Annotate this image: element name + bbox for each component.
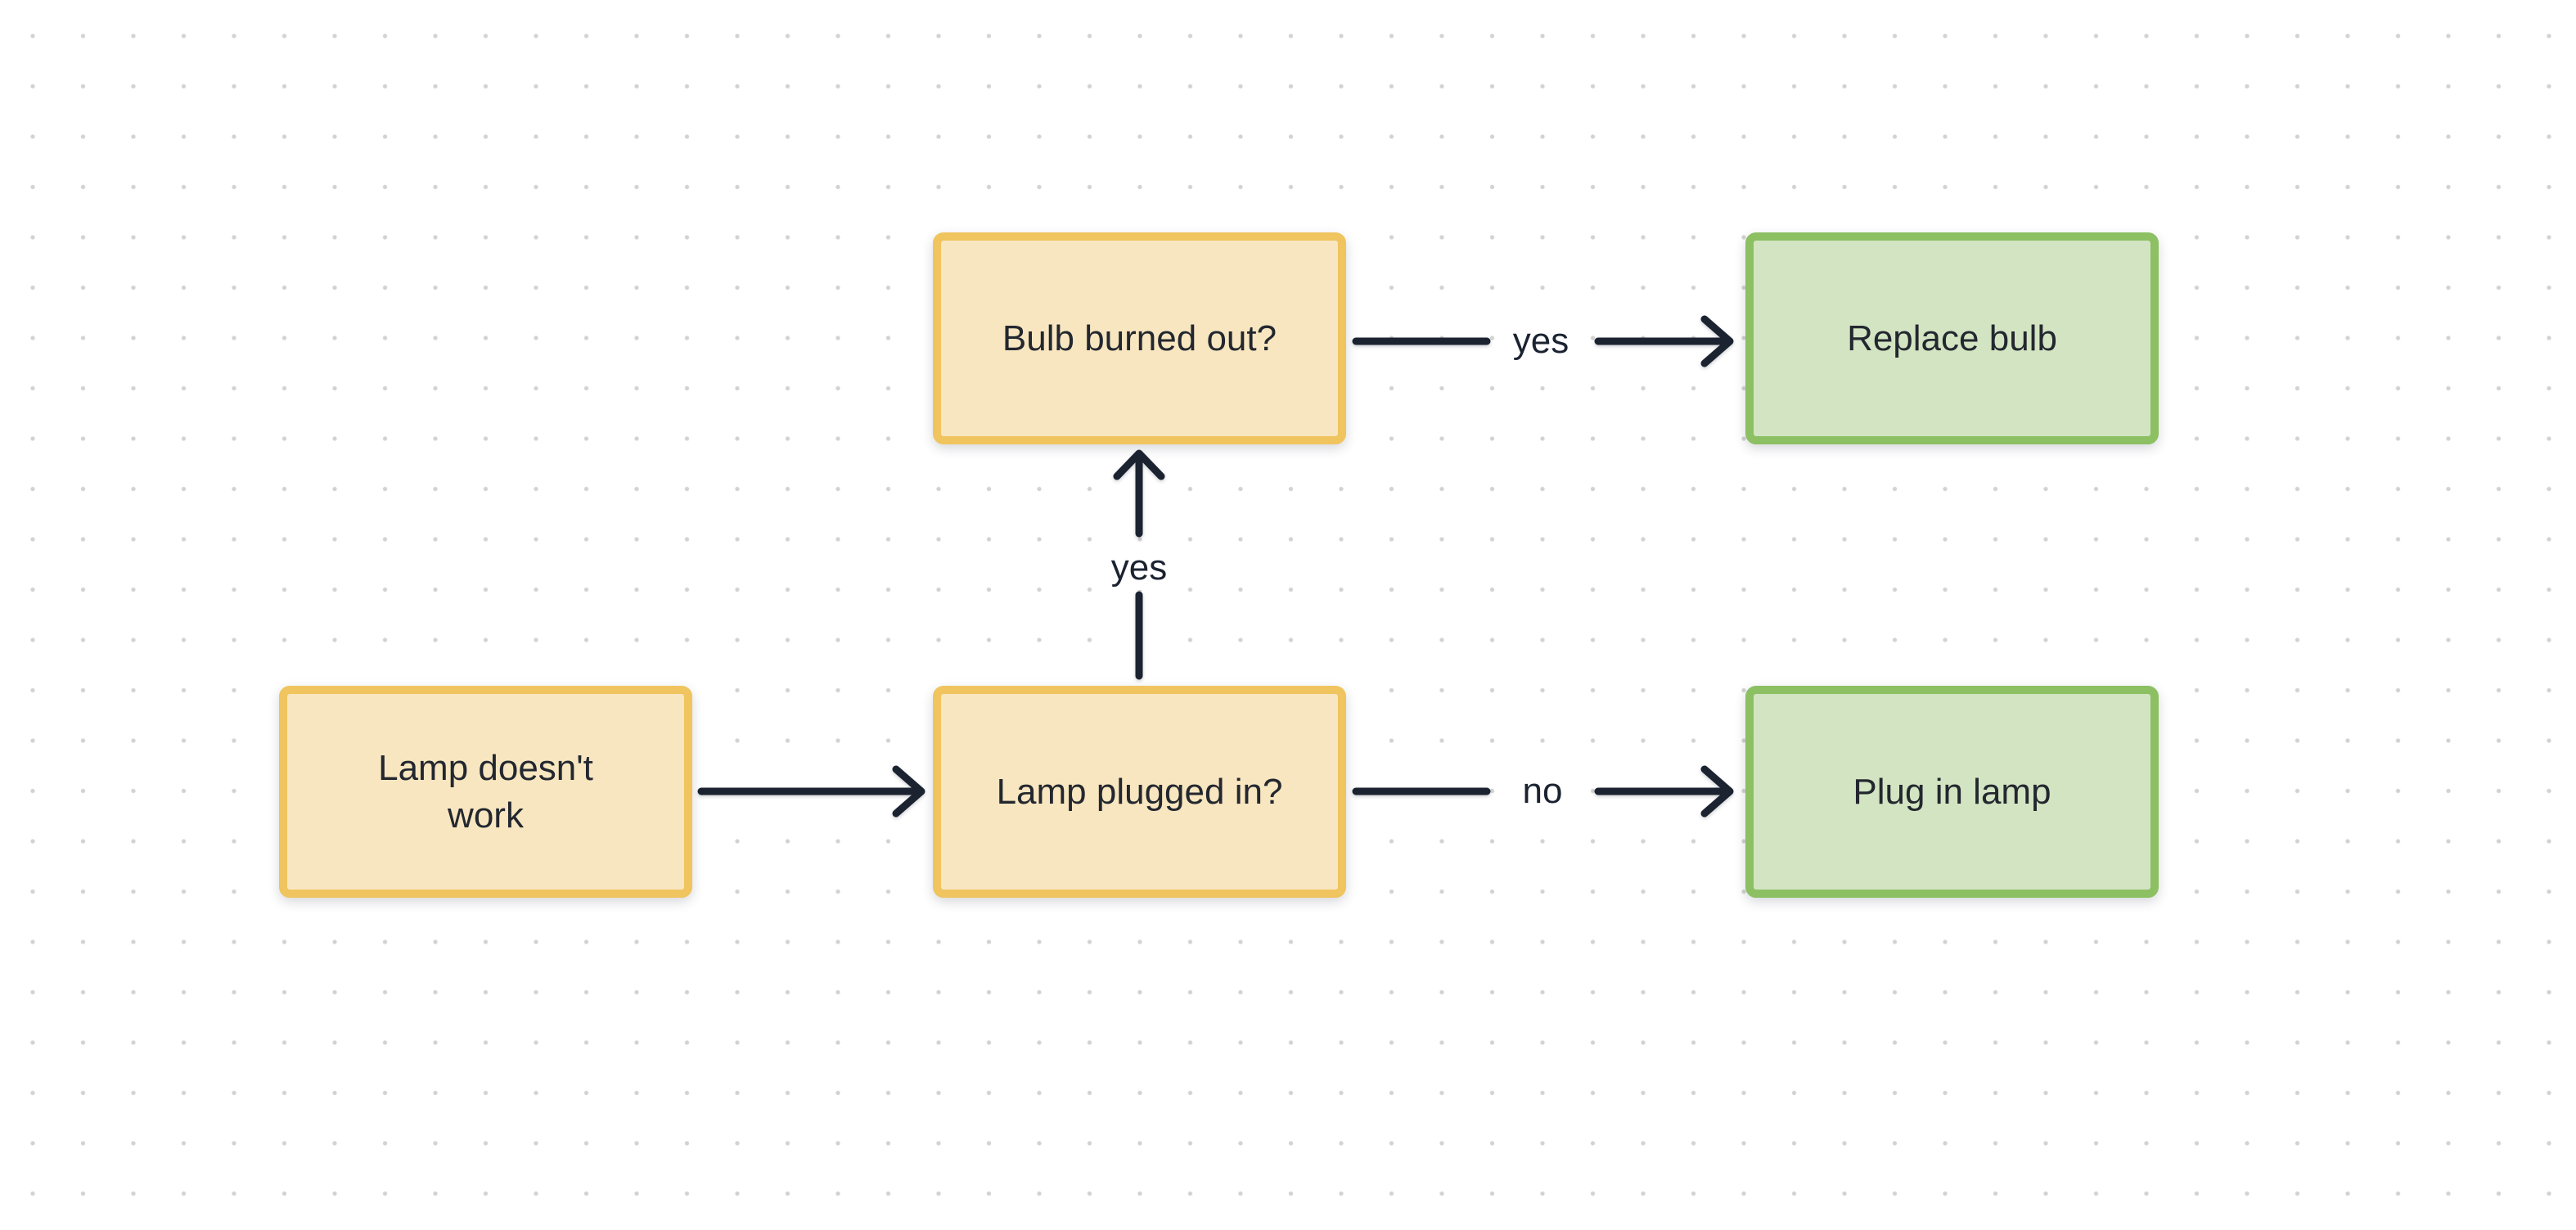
node-lamp-doesnt-work[interactable]: Lamp doesn't work xyxy=(279,686,692,898)
node-replace-bulb-label: Replace bulb xyxy=(1847,318,2057,358)
node-lamp-plugged-in-label: Lamp plugged in? xyxy=(996,771,1283,812)
edge-lamp-doesnt-work-to-lamp-plugged-in[interactable] xyxy=(697,765,925,818)
edge-lamp-plugged-in-to-bulb-burned-out[interactable] xyxy=(1113,449,1165,680)
edge-bulb-burned-out-to-replace-bulb[interactable] xyxy=(1352,315,1734,367)
node-lamp-plugged-in[interactable]: Lamp plugged in? xyxy=(933,686,1346,898)
node-replace-bulb[interactable]: Replace bulb xyxy=(1745,232,2159,444)
node-plug-in-lamp-label: Plug in lamp xyxy=(1853,771,2051,812)
node-lamp-doesnt-work-label: Lamp doesn't work xyxy=(378,748,593,836)
node-bulb-burned-out[interactable]: Bulb burned out? xyxy=(933,232,1346,444)
edge-lamp-plugged-in-to-plug-in-lamp[interactable] xyxy=(1352,765,1734,818)
edge-label-yes-vertical[interactable]: yes xyxy=(1101,546,1178,590)
node-plug-in-lamp[interactable]: Plug in lamp xyxy=(1745,686,2159,898)
edge-label-yes-horizontal[interactable]: yes xyxy=(1502,319,1579,363)
node-bulb-burned-out-label: Bulb burned out? xyxy=(1002,318,1277,358)
edge-label-no[interactable]: no xyxy=(1512,769,1573,813)
